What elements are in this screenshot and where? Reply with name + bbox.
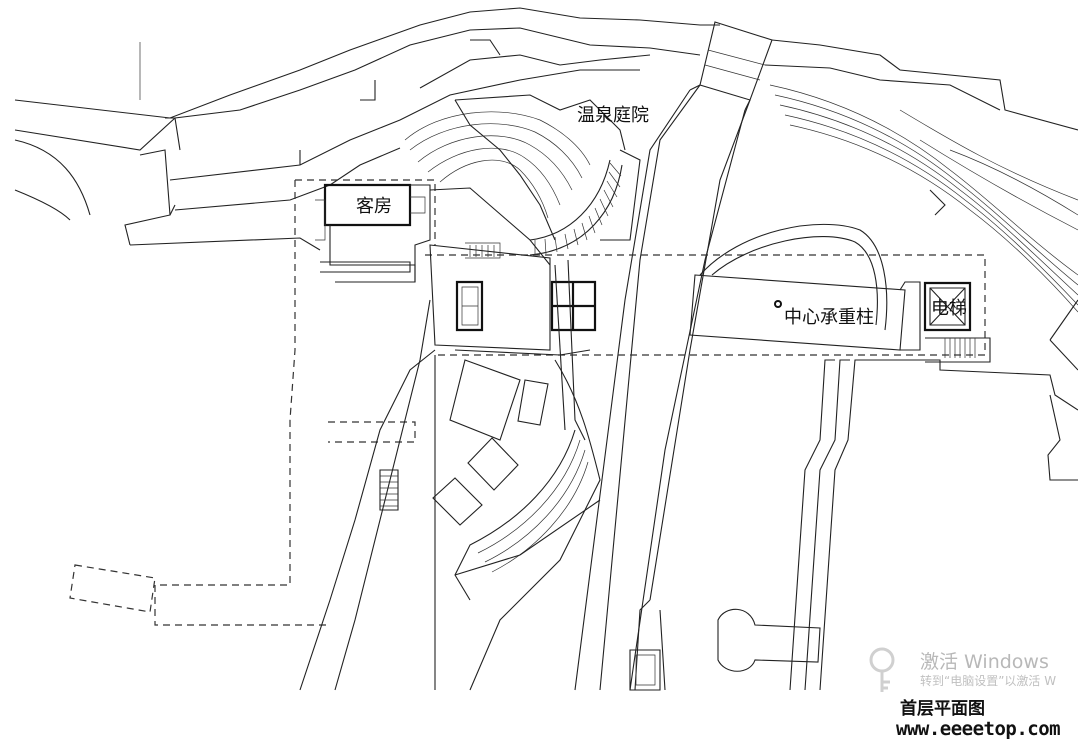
watermark-subtitle: 转到“电脑设置”以激活 W xyxy=(920,674,1057,688)
curved-stair xyxy=(529,159,623,256)
winding-path xyxy=(454,259,601,691)
website-url: www.eeeetop.com xyxy=(896,718,1061,740)
terrain-courtyard xyxy=(404,94,641,241)
hot-spring-courtyard-label: 温泉庭院 xyxy=(577,105,649,126)
guest-room-block xyxy=(315,183,551,283)
key-icon xyxy=(869,647,895,692)
terrain-top-left xyxy=(14,7,720,251)
watermark-title: 激活 Windows xyxy=(920,651,1049,673)
pillar-marker-icon xyxy=(774,300,782,308)
central-pillar-block xyxy=(689,223,991,363)
side-stair xyxy=(379,469,399,511)
terrain-right xyxy=(764,39,1078,371)
lower-right-structure xyxy=(717,359,1078,691)
elevator-label: 电梯 xyxy=(931,298,967,319)
guest-room-label: 客房 xyxy=(356,196,392,217)
building-outline xyxy=(69,179,986,626)
plan-caption: 首层平面图 xyxy=(900,699,985,719)
central-pillar-label: 中心承重柱 xyxy=(784,307,874,328)
courtyard-area xyxy=(299,242,597,691)
